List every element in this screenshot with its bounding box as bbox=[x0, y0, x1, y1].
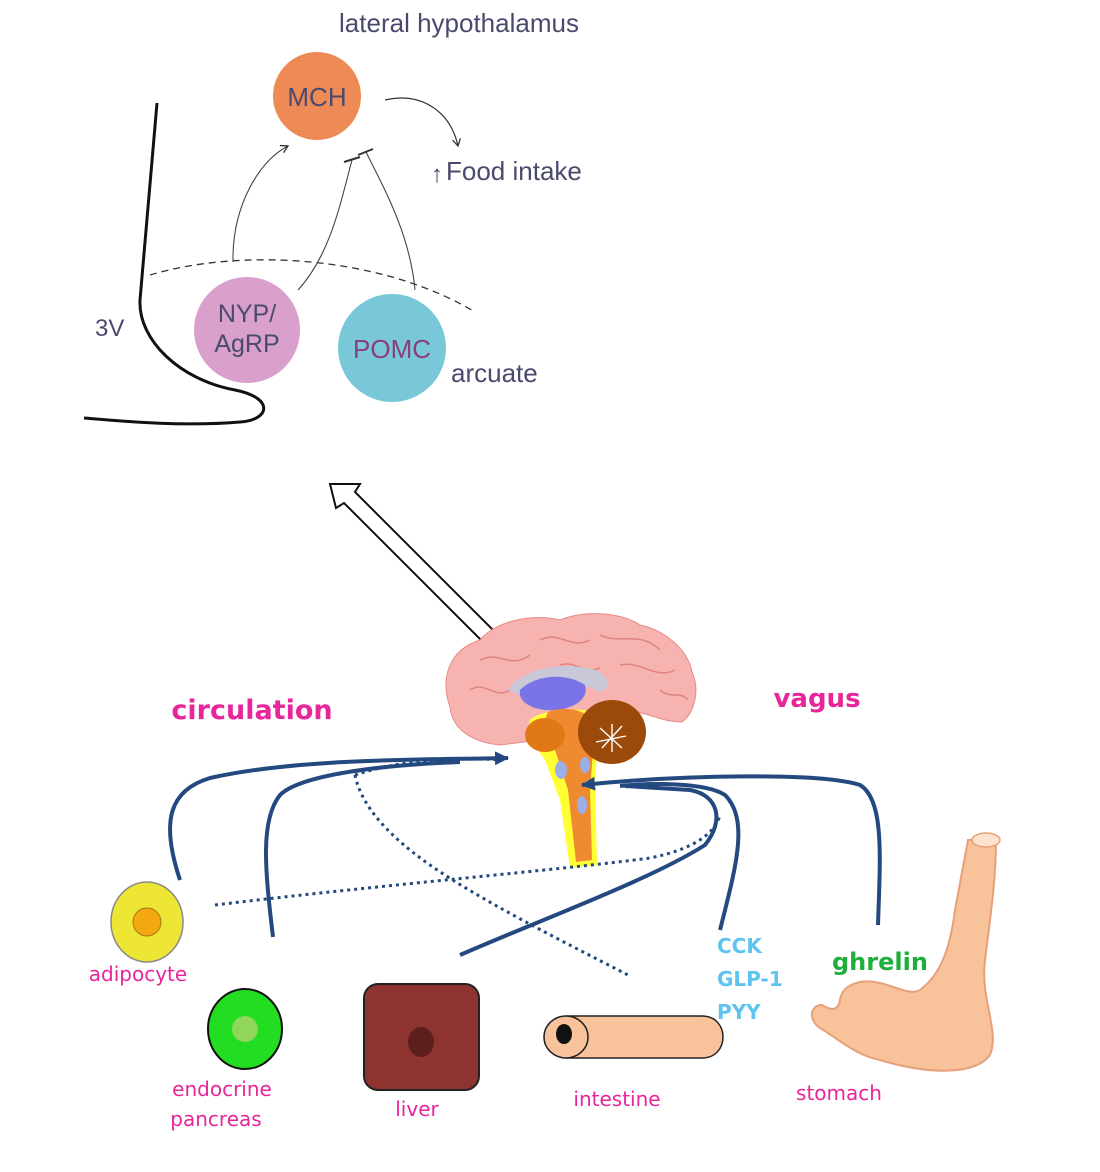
brain-illustration bbox=[446, 614, 696, 868]
liver-nucleus bbox=[408, 1027, 434, 1057]
liver-organ bbox=[364, 984, 479, 1090]
adipocyte-dotted-path bbox=[215, 815, 720, 905]
hypothalamus-panel: MCH NYP/ AgRP POMC lateral hypothalamus … bbox=[84, 8, 582, 424]
glp1-label: GLP-1 bbox=[717, 967, 783, 991]
hypothalamus-region bbox=[525, 718, 565, 752]
pomc-inhibition-bar bbox=[358, 149, 373, 155]
intestine-label: intestine bbox=[573, 1087, 660, 1111]
pyy-label: PYY bbox=[717, 1000, 761, 1024]
intestine-lumen bbox=[556, 1024, 572, 1044]
pancreas-organ bbox=[208, 989, 282, 1069]
stomach-vagus-path bbox=[582, 776, 880, 925]
brainstem-nucleus-1 bbox=[555, 761, 567, 779]
liver-label: liver bbox=[395, 1097, 439, 1121]
stomach-label: stomach bbox=[796, 1081, 882, 1105]
pancreas-label-line2: pancreas bbox=[170, 1107, 261, 1131]
pancreas-label-line1: endocrine bbox=[172, 1077, 272, 1101]
brainstem-nucleus-2 bbox=[580, 757, 590, 773]
intestine-organ bbox=[544, 1016, 723, 1058]
brainstem-nucleus-3 bbox=[577, 796, 587, 814]
adipocyte-label: adipocyte bbox=[89, 962, 187, 986]
pancreas-nucleus bbox=[232, 1016, 258, 1042]
arcuate-boundary-dashed bbox=[150, 260, 475, 312]
pomc-inhibits-mch-line bbox=[366, 152, 415, 290]
cck-label: CCK bbox=[717, 934, 763, 958]
npy-label-line2: AgRP bbox=[214, 330, 279, 358]
adipocyte-nucleus bbox=[133, 908, 161, 936]
adipocyte-organ bbox=[111, 882, 183, 962]
food-intake-up-arrow: ↑ bbox=[431, 161, 443, 188]
pathways bbox=[170, 758, 880, 975]
ghrelin-label: ghrelin bbox=[832, 948, 928, 976]
intestine-vagus-path bbox=[620, 784, 738, 930]
pancreas-circulation-path bbox=[266, 762, 460, 937]
third-ventricle-label: 3V bbox=[95, 315, 124, 342]
npy-inhibits-pomc-path-line bbox=[298, 160, 352, 290]
esophagus-opening bbox=[972, 833, 1000, 847]
food-intake-label: Food intake bbox=[446, 156, 582, 186]
circulation-label: circulation bbox=[171, 695, 332, 726]
mch-to-food-intake-arrow bbox=[385, 98, 458, 146]
vagus-label: vagus bbox=[773, 684, 860, 714]
adipocyte-circulation-path bbox=[170, 758, 508, 880]
npy-to-mch-arrow bbox=[233, 146, 288, 262]
npy-label-line1: NYP/ bbox=[218, 300, 276, 328]
intestine-tube bbox=[566, 1016, 723, 1058]
lateral-hypothalamus-label: lateral hypothalamus bbox=[339, 8, 579, 38]
mch-label: MCH bbox=[287, 82, 346, 112]
arcuate-label: arcuate bbox=[451, 358, 538, 388]
pomc-label: POMC bbox=[353, 334, 431, 364]
